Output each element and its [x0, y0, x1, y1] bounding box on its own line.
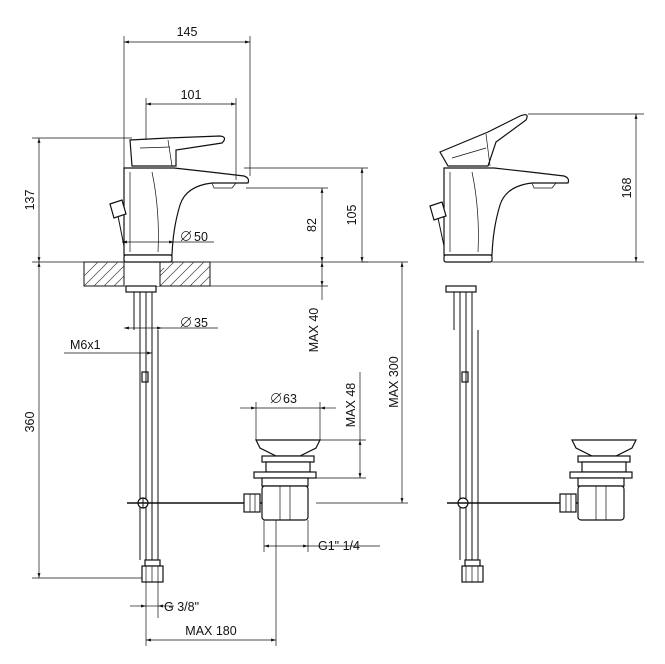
- dim-dia-63: 63: [283, 392, 297, 406]
- dim-max-40: MAX 40: [307, 308, 321, 353]
- right-view: 168: [429, 113, 644, 583]
- dim-g-3-8: G 3/8": [164, 600, 199, 614]
- dim-m6x1: M6x1: [70, 338, 101, 352]
- dim-max-48: MAX 48: [344, 383, 358, 428]
- dim-168: 168: [620, 178, 634, 199]
- dim-137: 137: [23, 190, 37, 211]
- dim-max-180: MAX 180: [185, 624, 236, 638]
- undercounter-assembly: [125, 285, 262, 583]
- left-view: 145 101 137 105 82 50 35: [23, 25, 408, 646]
- popup-waste: [243, 439, 321, 521]
- dim-145: 145: [177, 25, 198, 39]
- dim-dia-35: 35: [194, 316, 208, 330]
- dim-82: 82: [305, 218, 319, 232]
- dim-dia-50: 50: [194, 230, 208, 244]
- dim-max-300: MAX 300: [387, 356, 401, 407]
- dim-101: 101: [181, 88, 202, 102]
- dim-360: 360: [23, 412, 37, 433]
- countertop-section: [83, 261, 211, 287]
- undercounter-assembly-right: [445, 285, 578, 583]
- dim-105: 105: [345, 205, 359, 226]
- dim-g1-1-4: G1" 1/4: [318, 539, 360, 553]
- faucet-body: [109, 135, 250, 263]
- popup-waste-right: [559, 439, 637, 521]
- faucet-body-open-lever: [429, 114, 570, 263]
